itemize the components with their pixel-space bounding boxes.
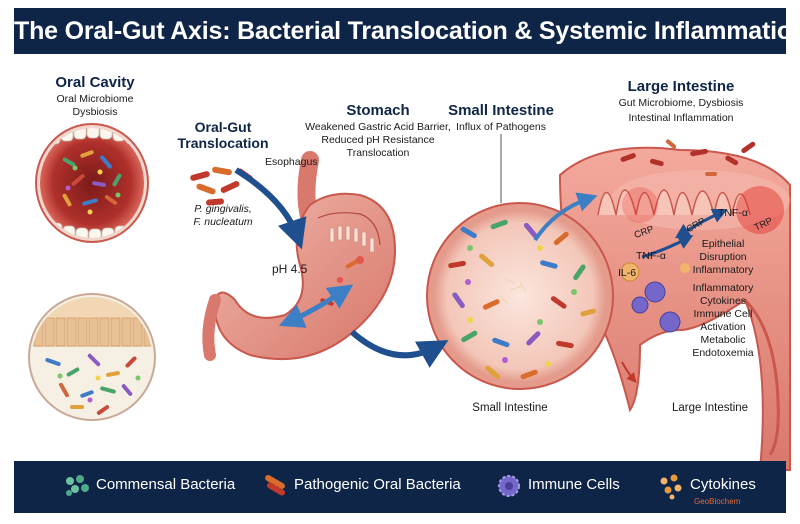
marker-tnf-1: TNF-α	[718, 207, 748, 219]
effect-line: Activation	[700, 321, 746, 333]
effect-line: Inflammatory	[692, 282, 754, 294]
esophagus-label: Esophagus	[265, 156, 318, 168]
small-intestine-sub: Influx of Pathogens	[456, 121, 546, 133]
effect-line: Metabolic	[700, 334, 746, 346]
legend-pathogenic: Pathogenic Oral Bacteria	[294, 476, 461, 493]
stomach-illustration	[202, 151, 397, 361]
effect-line: Immune Cell	[693, 308, 753, 320]
stomach-heading: Stomach	[346, 102, 410, 119]
ph-label: pH 4.5	[272, 262, 308, 276]
legend-cytokines: Cytokines	[690, 476, 756, 493]
page-title: The Oral-Gut Axis: Bacterial Translocati…	[14, 17, 800, 45]
title-banner: The Oral-Gut Axis: Bacterial Translocati…	[14, 8, 800, 54]
oral-cavity-sub2: Dysbiosis	[72, 106, 118, 118]
pathogenic-bacteria-icon	[265, 475, 286, 496]
large-intestine-sub1: Gut Microbiome, Dysbiosis	[618, 97, 744, 109]
small-intestine-illustration	[426, 202, 614, 390]
small-intestine-bottom-label: Small Intestine	[472, 402, 548, 414]
oral-cavity-illustration	[35, 123, 149, 243]
marker-tnf-2: TNF-α	[636, 250, 666, 262]
marker-il6: IL-6	[618, 267, 637, 279]
oral-cavity-heading: Oral Cavity	[55, 74, 135, 91]
effect-line: Inflammatory	[692, 264, 754, 276]
species-label-1: P. gingivalis,	[194, 203, 252, 215]
legend-bar: Commensal Bacteria Pathogenic Oral Bacte…	[14, 461, 786, 513]
stomach-line-1: Weakened Gastric Acid Barrier,	[305, 121, 451, 133]
large-intestine-sub2: Intestinal Inflammation	[628, 112, 734, 124]
watermark: GeoBiochem	[694, 497, 741, 506]
effect-line: Endotoxemia	[692, 347, 754, 359]
flow-arrows	[234, 134, 728, 384]
small-intestine-heading: Small Intestine	[448, 102, 554, 119]
large-intestine-heading: Large Intestine	[627, 78, 735, 95]
large-intestine-illustration	[558, 139, 791, 471]
effect-line: Epithelial	[701, 238, 745, 250]
legend-immune: Immune Cells	[528, 476, 620, 493]
effect-line: Cytokines	[699, 295, 747, 307]
translocation-heading-2: Translocation	[177, 135, 269, 151]
legend-commensal: Commensal Bacteria	[96, 476, 236, 493]
large-intestine-bottom-label: Large Intestine	[671, 402, 749, 414]
translocation-heading-1: Oral-Gut	[194, 119, 252, 135]
oral-cavity-sub1: Oral Microbiome	[56, 93, 134, 105]
stomach-line-3: Translocation	[346, 147, 410, 159]
stomach-line-2: Reduced pH Resistance	[321, 134, 435, 146]
tissue-biofilm-illustration	[28, 293, 156, 421]
cytokines-icon	[660, 474, 682, 500]
species-label-2: F. nucleatum	[193, 216, 253, 228]
effect-line: Disruption	[699, 251, 747, 263]
commensal-bacteria-icon	[66, 475, 89, 496]
immune-cell-icon	[498, 475, 520, 497]
